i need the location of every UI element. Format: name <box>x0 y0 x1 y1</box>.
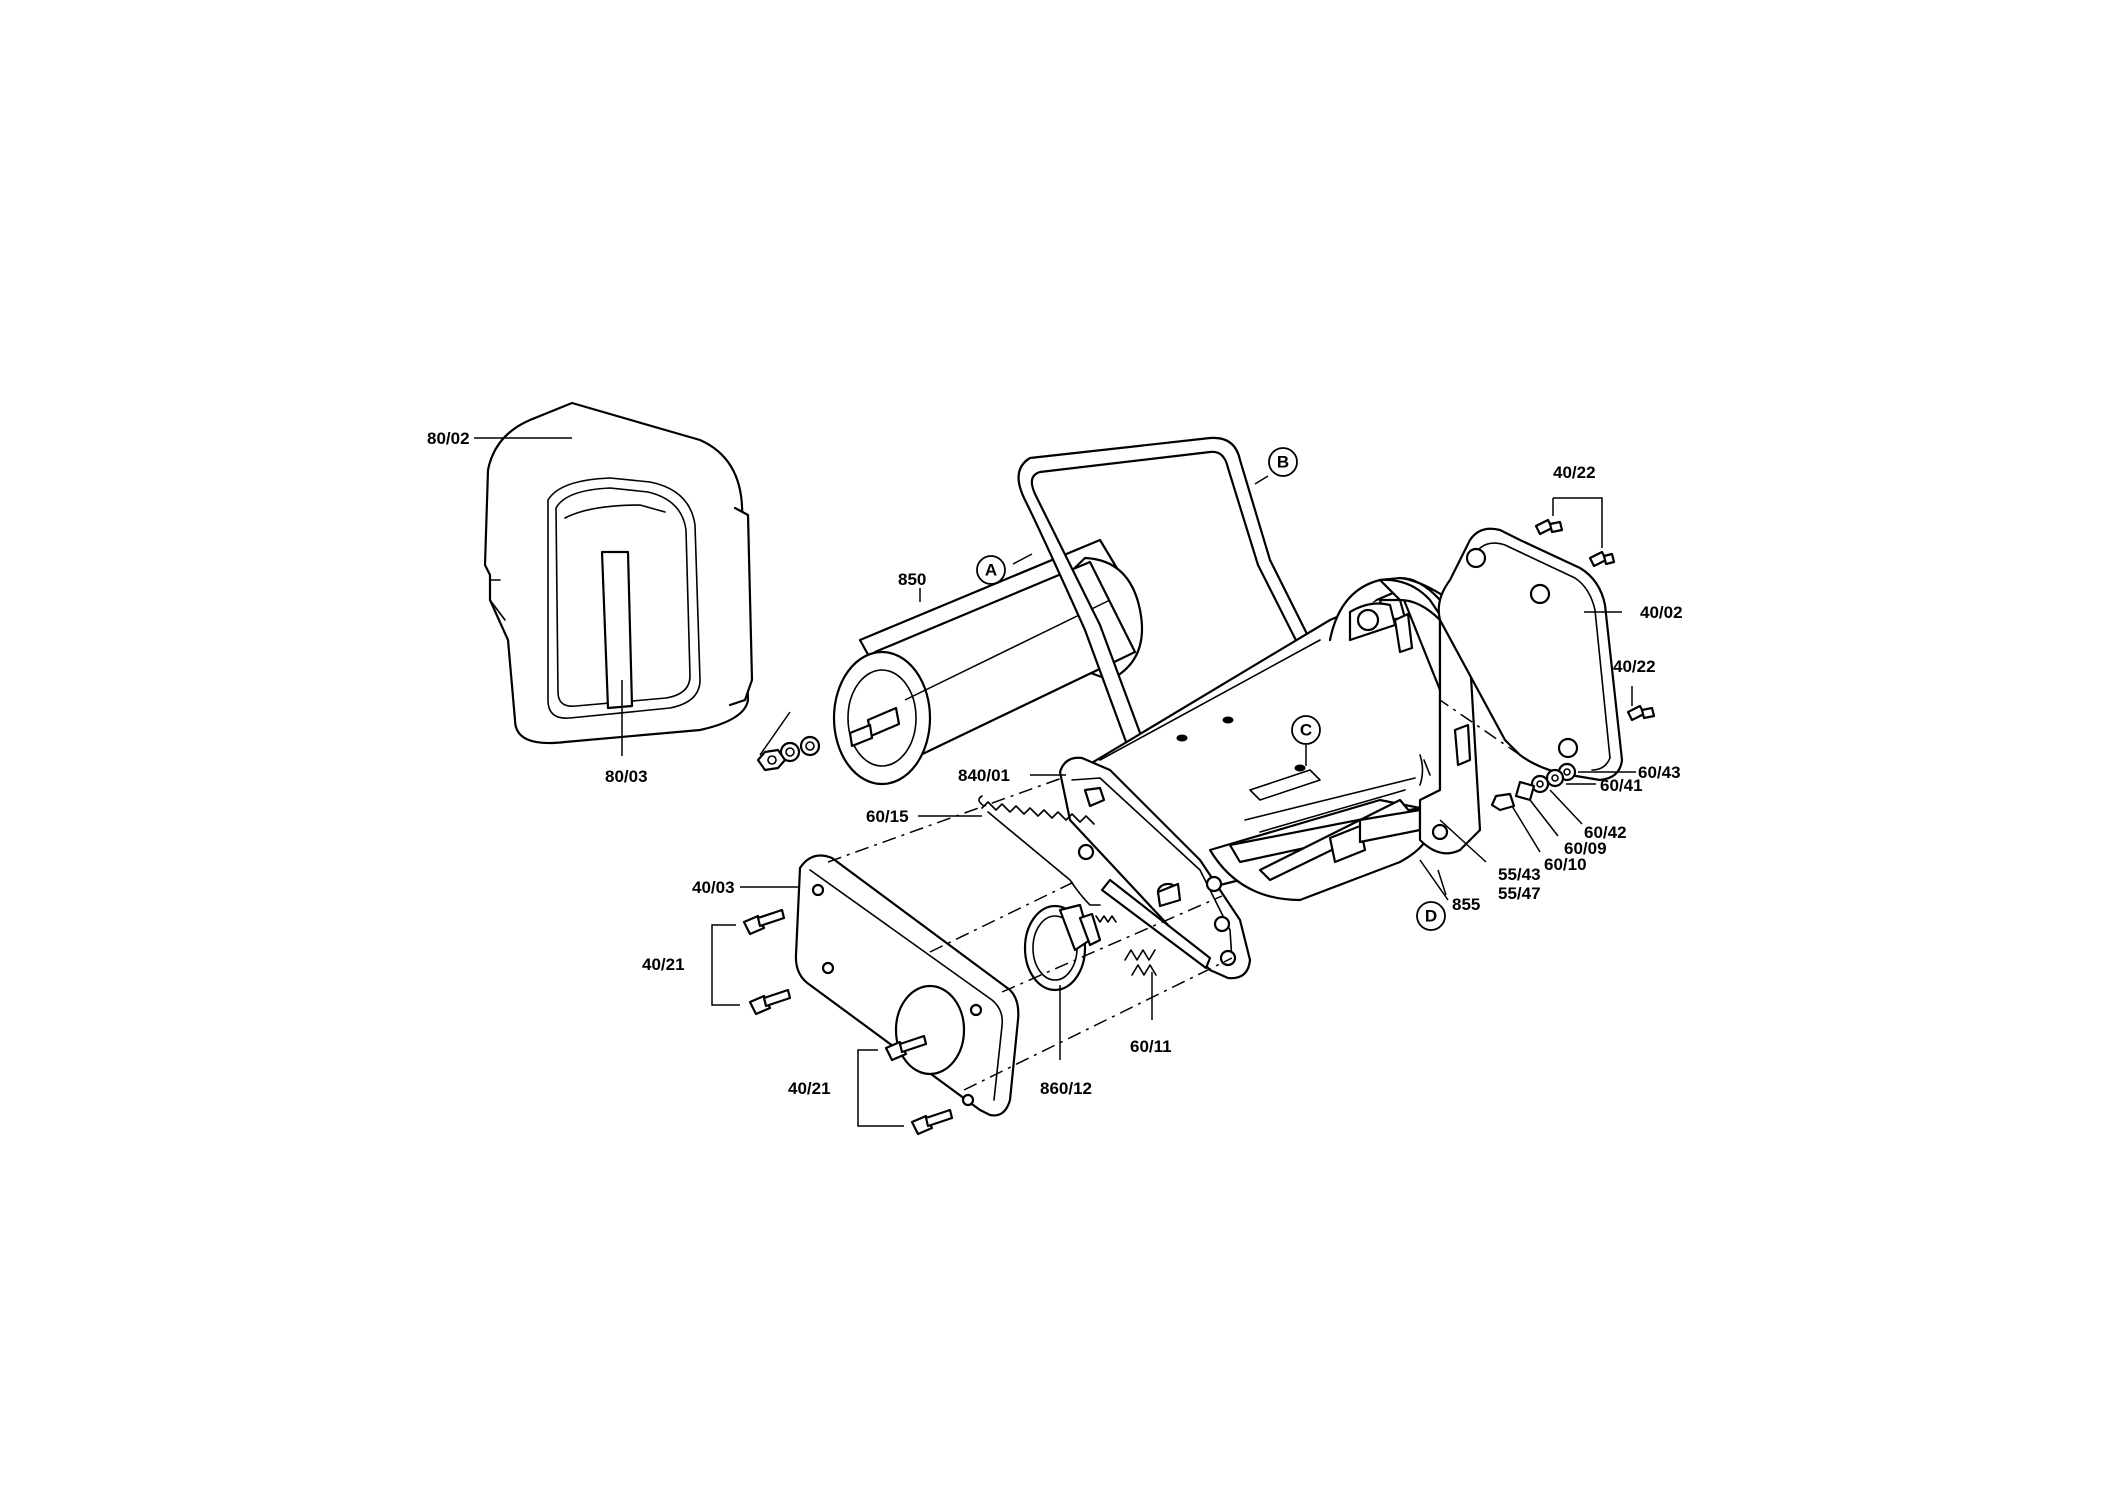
handle-bar <box>1017 436 1332 782</box>
label-cutting-cylinder: 855 <box>1452 895 1480 914</box>
label-spring-long: 60/15 <box>866 807 909 826</box>
right-axle-washers <box>1490 762 1577 812</box>
marker-a: A <box>976 555 1006 585</box>
cover-screw-hole <box>1465 547 1487 569</box>
label-washer-d: 60/09 <box>1564 839 1607 858</box>
left-frame-plate <box>1058 756 1252 980</box>
svg-text:A: A <box>985 561 997 580</box>
marker-d: D <box>1416 901 1446 931</box>
grass-box <box>483 401 754 745</box>
rear-roller <box>756 538 1144 786</box>
marker-b: B <box>1268 447 1298 477</box>
cover-axle-opening <box>894 984 966 1076</box>
label-cutter-part-a: 55/43 <box>1498 865 1541 884</box>
label-cover-left: 40/03 <box>692 878 735 897</box>
leader-lines <box>474 437 1636 1060</box>
marker-c: C <box>1291 715 1321 745</box>
label-spring-short: 60/11 <box>1130 1037 1172 1056</box>
part-labels: 80/02 80/03 850 840/01 60/15 40/03 40/21… <box>427 429 1683 1098</box>
label-grass-box: 80/02 <box>427 429 470 448</box>
label-grass-box-window: 80/03 <box>605 767 648 786</box>
label-screw-right: 40/22 <box>1613 657 1656 676</box>
label-screws-left-lower: 40/21 <box>788 1079 831 1098</box>
svg-text:B: B <box>1277 453 1289 472</box>
short-compression-spring <box>1124 949 1157 976</box>
right-side-cover <box>1437 527 1624 782</box>
roller-nut <box>756 748 787 772</box>
label-cutter-part-b: 55/47 <box>1498 884 1541 903</box>
label-washer-e: 60/10 <box>1544 855 1587 874</box>
cover-screw-hole <box>1529 583 1551 605</box>
long-tension-spring <box>978 795 1101 906</box>
label-washer-b: 60/41 <box>1600 776 1643 795</box>
right-cover-screws <box>1534 497 1656 722</box>
label-screws-right-upper: 40/22 <box>1553 463 1596 482</box>
label-frame-left-plate: 840/01 <box>958 766 1010 785</box>
roller-washer-2 <box>779 741 801 763</box>
label-wheel-hub: 860/12 <box>1040 1079 1092 1098</box>
left-side-cover <box>794 854 1020 1117</box>
assembly-lines <box>827 777 1233 1091</box>
label-washer-c: 60/42 <box>1584 823 1627 842</box>
label-roller: 850 <box>898 570 926 589</box>
left-cover-screws <box>711 908 954 1136</box>
roller-washer-1 <box>799 735 821 757</box>
label-washer-a: 60/43 <box>1638 763 1681 782</box>
label-screws-left-upper: 40/21 <box>642 955 685 974</box>
svg-text:C: C <box>1300 721 1312 740</box>
wheel-hub <box>1023 903 1117 992</box>
svg-text:D: D <box>1425 907 1437 926</box>
cover-screw-hole <box>1557 737 1579 759</box>
label-cover-right: 40/02 <box>1640 603 1683 622</box>
reference-markers: A B C D <box>976 447 1446 931</box>
